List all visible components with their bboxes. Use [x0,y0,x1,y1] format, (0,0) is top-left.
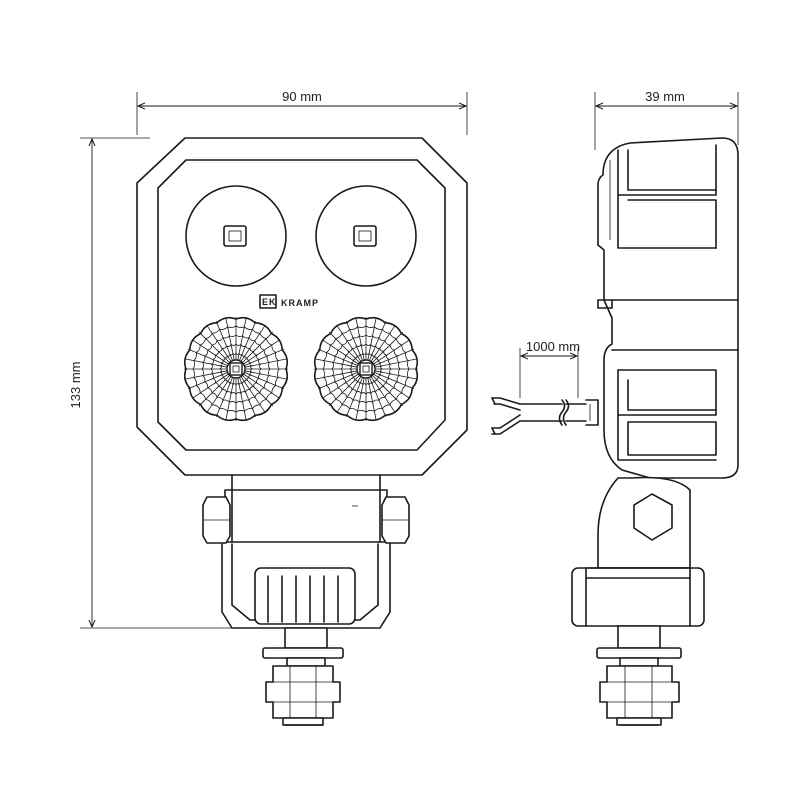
power-cable [491,397,587,435]
width-dimension: 90 mm [136,89,468,135]
led-top-left [185,185,287,287]
brand-logo: EK KRAMP [259,294,319,309]
led-top-right [315,185,417,287]
depth-label: 39 mm [645,89,685,104]
depth-dimension: 39 mm [594,89,739,150]
led-reflector-left [183,316,289,422]
height-dimension: 133 mm [68,137,255,629]
front-bracket [202,474,410,629]
cable-length-label: 1000 mm [526,339,580,354]
side-mounting-bolt [596,625,682,726]
brand-mark: EK [262,297,277,307]
width-label: 90 mm [282,89,322,104]
front-mounting-bolt [262,627,344,726]
brand-name: KRAMP [281,298,319,308]
led-reflector-right [313,316,419,422]
front-view: EK KRAMP [136,137,468,726]
height-label: 133 mm [68,362,83,409]
cable-length-dimension: 1000 mm [519,339,580,398]
side-view: 1000 mm [491,137,739,726]
